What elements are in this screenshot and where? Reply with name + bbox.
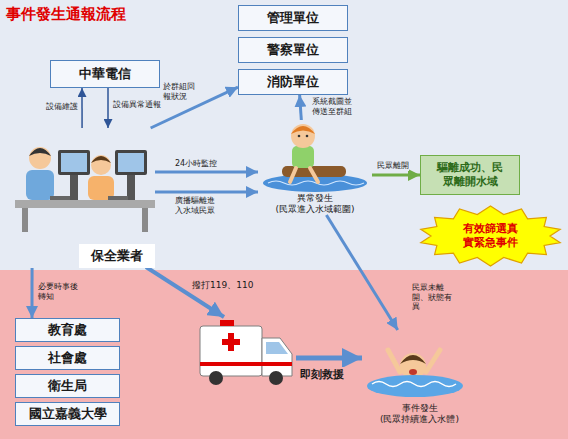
child-by-water-picture [290, 168, 318, 182]
monitoring-staff-picture [58, 150, 90, 175]
node-text: 國立嘉義大學 [29, 405, 107, 423]
node-text: 有效篩選真實緊急事件 [462, 222, 519, 250]
monitoring-staff-picture [15, 200, 155, 208]
ambulance-picture [228, 333, 234, 351]
edge-label: 必要時事後轉知 [38, 282, 80, 301]
node-text: 警察單位 [267, 41, 319, 59]
monitoring-staff-picture [22, 208, 28, 232]
flow-arrow [372, 174, 420, 177]
node-text: 衛生局 [48, 377, 87, 395]
monitoring-staff-picture [29, 148, 51, 156]
monitoring-staff-picture [127, 175, 135, 200]
monitoring-staff-picture [115, 150, 147, 175]
drowning-person-picture [409, 369, 417, 375]
background [0, 270, 568, 439]
monitoring-staff-picture [26, 170, 54, 200]
edge-label: 系統截圖並傳送至群組 [312, 97, 354, 116]
node-text: 事件發生 (民眾持續進入水體) [365, 403, 474, 425]
drowning-person-picture [367, 350, 463, 397]
burst-star: 有效篩選真實緊急事件 [418, 205, 563, 267]
node-text: 教育處 [48, 321, 87, 339]
org-box: 消防單位 [238, 69, 348, 95]
edge-label: 民眾未離開、狀態有異 [412, 283, 454, 312]
flow-arrow [31, 268, 34, 318]
ambulance-picture [262, 338, 292, 376]
edge-label: 於群組回報狀況 [163, 82, 197, 101]
diagram-title: 事件發生通報流程 [6, 5, 126, 24]
monitoring-staff-picture [118, 153, 144, 172]
node-text: 保全業者 [79, 244, 155, 268]
flow-arrow [155, 190, 258, 193]
flow-arrow [155, 170, 258, 173]
child-by-water-picture [292, 146, 314, 168]
ambulance-picture [266, 342, 288, 354]
child-by-water-picture [291, 124, 315, 148]
org-box: 管理單位 [238, 5, 348, 31]
monitoring-staff-picture [142, 208, 148, 232]
result-box: 驅離成功、民眾離開水域 [420, 155, 520, 195]
monitoring-staff-picture [61, 153, 87, 172]
flow-arrow [107, 88, 109, 128]
child-by-water-picture [306, 135, 309, 138]
flow-arrow [81, 88, 83, 128]
node-text: 驅離成功、民眾離開水域 [436, 161, 504, 190]
edge-label: 設備維護 [46, 102, 78, 112]
event-picture: 異常發生 (民眾進入水域範圍) [258, 120, 372, 215]
action-label: 撥打119、110 [192, 279, 253, 292]
node-text: 消防單位 [267, 73, 319, 91]
node-text: 異常發生 (民眾進入水域範圍) [258, 193, 372, 215]
org-box: 警察單位 [238, 37, 348, 63]
ambulance-picture [200, 362, 292, 366]
child-by-water-picture [263, 124, 367, 192]
child-by-water-picture [298, 135, 301, 138]
monitoring-staff-picture [50, 196, 70, 200]
monitoring-staff-picture [70, 175, 78, 200]
org-box: 社會處 [15, 346, 120, 370]
node-text: 管理單位 [267, 9, 319, 27]
edge-label: 設備異常通報 [113, 100, 161, 110]
org-box: 教育處 [15, 318, 120, 342]
monitoring-staff-picture [29, 147, 51, 169]
monitoring-staff-picture [91, 155, 111, 175]
ambulance-picture [200, 320, 292, 385]
burst-star-outline [421, 206, 560, 266]
drowning-person-picture [372, 382, 456, 387]
drowning-person-picture [400, 355, 426, 364]
drowning-person-picture [367, 375, 463, 397]
edge-label: 24小時監控 [175, 159, 217, 169]
flow-arrow [300, 95, 302, 120]
ambulance-picture [220, 320, 234, 326]
monitoring-staff-picture [91, 156, 111, 163]
node-text: 社會處 [48, 349, 87, 367]
monitoring-staff-picture [15, 147, 155, 232]
action-label: 即刻救援 [300, 367, 344, 382]
ambulance-picture [209, 371, 223, 385]
flow-arrow [326, 215, 397, 330]
ambulance-picture [200, 326, 262, 376]
edge-label: 廣播驅離進入水域民眾 [175, 196, 217, 215]
monitoring-center: 保全業者 [10, 128, 155, 268]
event-picture: 事件發生 (民眾持續進入水體) [365, 330, 474, 425]
monitoring-staff-picture [108, 196, 128, 200]
node-text: 中華電信 [79, 65, 131, 83]
flow-arrow [146, 267, 362, 358]
background [0, 0, 568, 270]
org-box: 衛生局 [15, 374, 120, 398]
org-box: 國立嘉義大學 [15, 402, 120, 426]
flow-arrow [296, 356, 362, 361]
org-box: 中華電信 [50, 60, 160, 88]
ambulance-picture [269, 371, 283, 385]
child-by-water-picture [291, 126, 315, 134]
flow-arrow [146, 267, 224, 317]
edge-label: 民眾離開 [377, 161, 409, 171]
